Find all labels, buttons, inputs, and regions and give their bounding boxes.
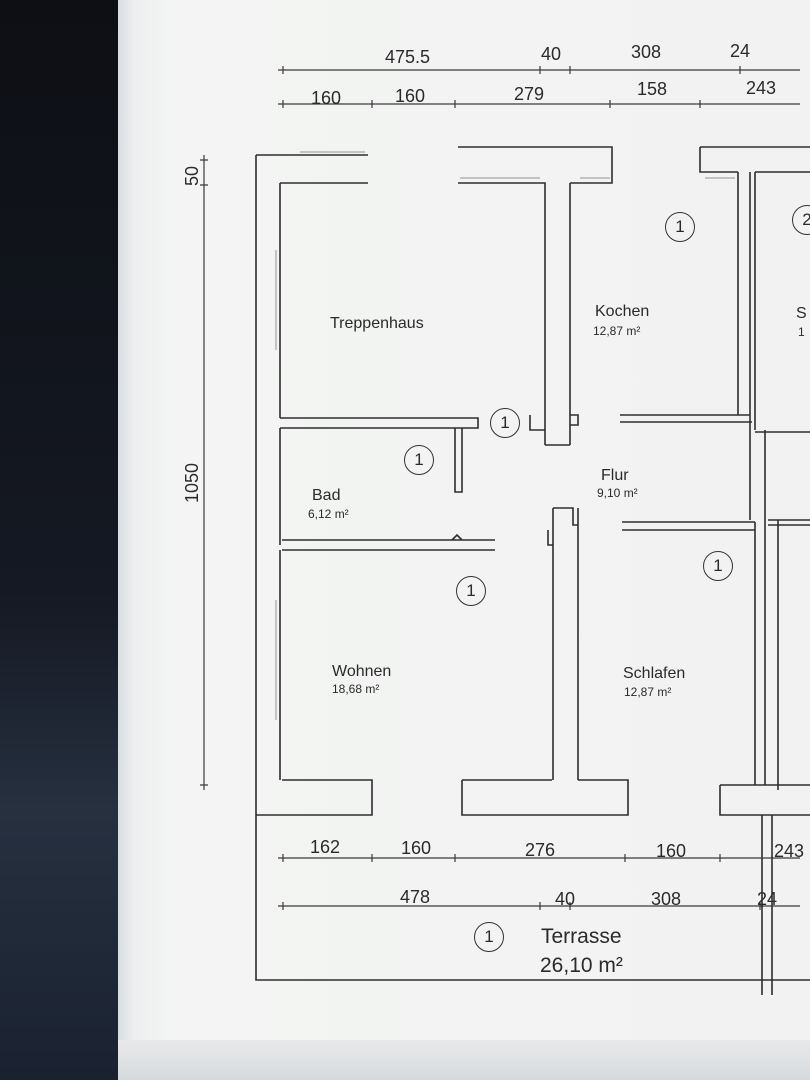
dim-top-475: 475.5: [385, 47, 431, 67]
dim-bottom2-308: 308: [651, 889, 682, 909]
dim-left-1050: 1050: [182, 462, 202, 503]
dim-bottom-160b: 160: [656, 841, 687, 861]
dim-bottom2-24: 24: [757, 889, 778, 909]
dim-top-308: 308: [631, 42, 662, 62]
dim-left-50: 50: [182, 165, 202, 186]
room-area-schlafen: 12,87 m²: [624, 685, 672, 699]
room-area-wohnen: 18,68 m²: [332, 682, 380, 696]
room-label-treppenhaus: Treppenhaus: [330, 315, 424, 332]
room-label-flur: Flur: [601, 467, 629, 484]
dim-top2-279: 279: [514, 84, 545, 104]
room-label-bad: Bad: [312, 487, 341, 504]
room-area-edge: 1: [798, 325, 805, 339]
room-area-terrasse: 26,10 m²: [540, 954, 623, 977]
dim-top2-160a: 160: [311, 88, 342, 108]
dim-bottom-243: 243: [774, 841, 805, 861]
room-label-schlafen: Schlafen: [623, 665, 686, 682]
dim-bottom2-478: 478: [400, 887, 431, 907]
unit-marker-hall: 1: [490, 408, 520, 438]
window-marks: [275, 151, 735, 720]
walls: [255, 146, 810, 995]
dim-bottom-276: 276: [525, 840, 556, 860]
dim-top2-158: 158: [637, 79, 668, 99]
room-label-terrasse: Terrasse: [541, 925, 622, 948]
dim-top2-160b: 160: [395, 86, 426, 106]
room-label-edge: S: [796, 305, 807, 322]
room-area-flur: 9,10 m²: [597, 486, 638, 500]
paper-sheet-edge: [118, 1040, 810, 1080]
background-surface: [0, 0, 130, 1080]
unit-marker-kochen: 1: [665, 212, 695, 242]
dim-bottom-162: 162: [310, 837, 341, 857]
dim-top-40: 40: [541, 44, 562, 64]
unit-marker-schlafen: 1: [703, 551, 733, 581]
room-label-wohnen: Wohnen: [332, 663, 392, 680]
dim-bottom-160a: 160: [401, 838, 432, 858]
dim-top2-243: 243: [746, 78, 777, 98]
room-area-bad: 6,12 m²: [308, 507, 349, 521]
unit-marker-wohnen: 1: [456, 576, 486, 606]
room-label-kochen: Kochen: [595, 303, 650, 320]
unit-marker-terrasse: 1: [474, 922, 504, 952]
unit-marker-bad: 1: [404, 445, 434, 475]
dim-top-24: 24: [730, 41, 751, 61]
room-area-kochen: 12,87 m²: [593, 324, 641, 338]
dim-bottom2-40: 40: [555, 889, 576, 909]
